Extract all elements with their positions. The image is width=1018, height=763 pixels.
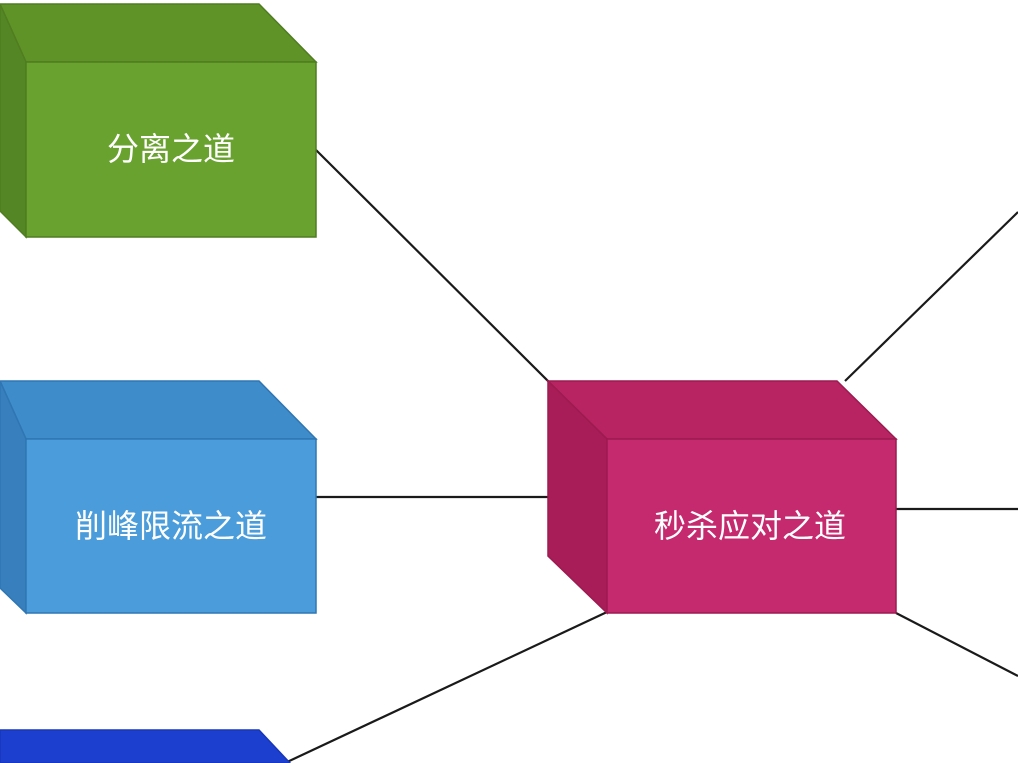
node-rate-limiting[interactable]: 削峰限流之道 <box>0 380 318 615</box>
connector-to-top-right <box>844 211 1018 382</box>
node-center[interactable]: 秒杀应对之道 <box>546 379 898 615</box>
connector-to-bottom-left <box>284 611 608 763</box>
node-rate-limiting-top-face <box>0 380 318 440</box>
node-center-front-face <box>606 438 897 614</box>
node-center-label: 秒杀应对之道 <box>654 507 846 545</box>
connector-to-bottom-right <box>895 612 1018 677</box>
node-separation-front-face <box>25 61 317 238</box>
node-rate-limiting-front-face <box>25 438 317 614</box>
node-separation-label: 分离之道 <box>107 130 235 168</box>
node-separation-top-face <box>0 3 318 63</box>
connector-to-separation <box>315 149 553 386</box>
connectors <box>284 149 1018 763</box>
node-separation[interactable]: 分离之道 <box>0 3 318 239</box>
node-bottom-left[interactable] <box>0 729 292 763</box>
node-rate-limiting-label: 削峰限流之道 <box>75 507 267 545</box>
node-bottom-left-top-face <box>0 729 292 763</box>
node-center-top-face <box>546 380 898 440</box>
